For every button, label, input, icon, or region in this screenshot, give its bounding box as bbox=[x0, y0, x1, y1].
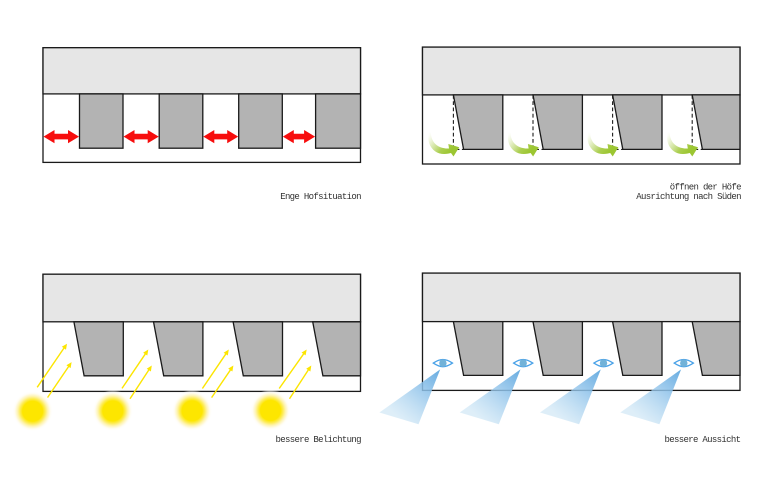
svg-text:Enge Hofsituation: Enge Hofsituation bbox=[280, 192, 361, 202]
svg-text:bessere Belichtung: bessere Belichtung bbox=[276, 435, 362, 445]
svg-text:öffnen der Höfe: öffnen der Höfe bbox=[670, 182, 742, 192]
svg-text:Ausrichtung nach Süden: Ausrichtung nach Süden bbox=[636, 192, 741, 202]
svg-text:bessere Aussicht: bessere Aussicht bbox=[665, 435, 742, 445]
